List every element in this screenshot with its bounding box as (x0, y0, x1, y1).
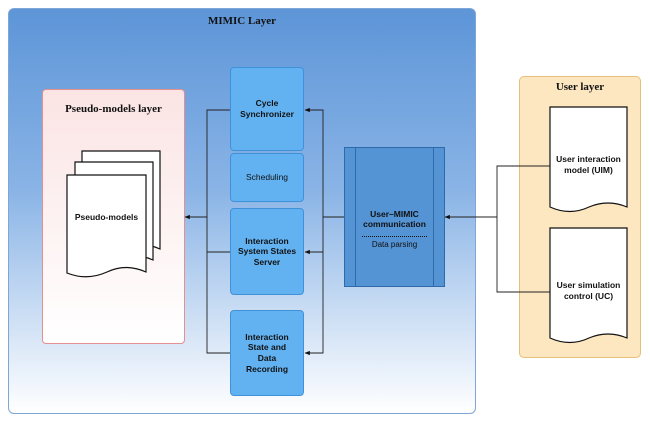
uim-label: User interaction model (UIM) (556, 154, 621, 176)
pseudo-models-layer: Pseudo-models layer (42, 89, 185, 344)
cycle-synchronizer-box: Cycle Synchronizer (230, 67, 304, 151)
interaction-states-server-box: Interaction System States Server (230, 208, 304, 295)
mimic-layer-title: MIMIC Layer (207, 15, 277, 27)
uc-document-shape (549, 227, 628, 344)
communication-subtitle: Data parsing (371, 240, 418, 249)
bus-right-lower-line (304, 217, 324, 356)
document-shape-front (66, 174, 147, 278)
user-mimic-communication-box: User–MIMIC communication Data parsing (344, 147, 445, 287)
comm-right-bar (433, 148, 444, 286)
uim-document-shape (549, 106, 628, 213)
uc-label: User simulation control (UC) (556, 280, 621, 302)
scheduling-box: Scheduling (230, 153, 304, 202)
communication-title: User–MIMIC communication (363, 209, 426, 230)
user-bracket-line (496, 165, 550, 293)
communication-divider (362, 236, 427, 237)
pseudo-models-label: Pseudo-models (74, 212, 139, 222)
user-layer-title: User layer (555, 81, 605, 93)
bus-right-line (304, 107, 344, 218)
pseudo-models-layer-title: Pseudo-models layer (65, 103, 162, 115)
bus-left-line (206, 109, 230, 354)
comm-left-bar (345, 148, 356, 286)
state-recording-box: Interaction State and Data Recording (230, 310, 304, 396)
